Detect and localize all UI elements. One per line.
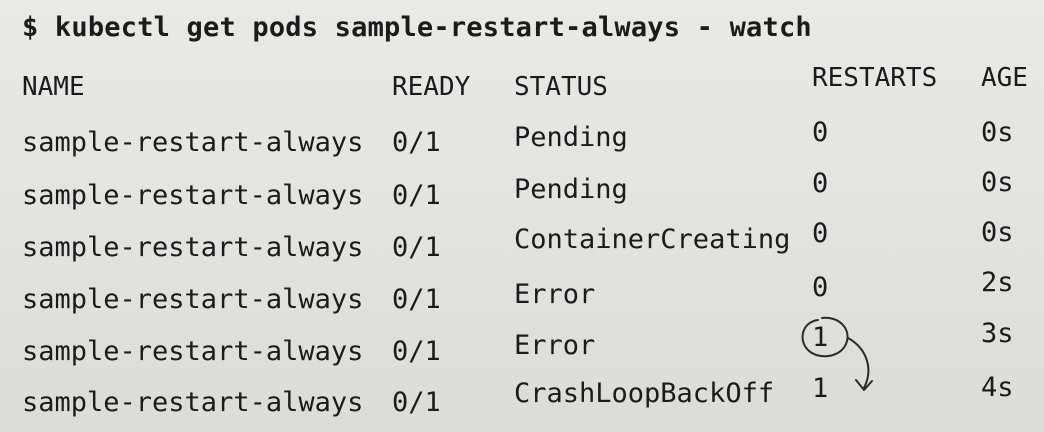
pod-name-cell: sample-restart-always — [22, 387, 364, 418]
ready-cell: 0/1 — [392, 284, 441, 315]
pod-name-cell: sample-restart-always — [22, 284, 364, 315]
handwritten-annotation-icon — [801, 316, 873, 391]
pod-name-cell: sample-restart-always — [22, 127, 364, 158]
age-cell: 3s — [981, 318, 1014, 349]
age-cell: 2s — [981, 267, 1014, 298]
column-header-restarts: RESTARTS — [812, 63, 938, 93]
restarts-cell: 1 — [812, 322, 829, 353]
ready-cell: 0/1 — [392, 232, 441, 263]
status-cell: ContainerCreating — [514, 224, 791, 255]
restarts-cell: 0 — [812, 168, 829, 199]
status-cell: Error — [514, 279, 596, 310]
column-header-age: AGE — [981, 63, 1028, 93]
column-header-status: STATUS — [514, 72, 608, 102]
age-cell: 4s — [981, 372, 1014, 403]
status-cell: Pending — [514, 122, 628, 153]
command-line: $ kubectl get pods sample-restart-always… — [22, 12, 812, 43]
ready-cell: 0/1 — [392, 387, 441, 418]
restarts-cell: 0 — [812, 218, 829, 249]
pod-name-cell: sample-restart-always — [22, 336, 364, 367]
annotation-arrowhead — [855, 379, 873, 391]
column-header-ready: READY — [392, 72, 471, 102]
restarts-cell: 0 — [812, 117, 829, 148]
age-cell: 0s — [981, 217, 1014, 248]
column-header-name: NAME — [22, 72, 85, 102]
age-cell: 0s — [981, 117, 1014, 148]
restarts-cell: 0 — [812, 272, 829, 303]
ready-cell: 0/1 — [392, 336, 441, 367]
status-cell: Error — [514, 330, 596, 361]
age-cell: 0s — [981, 167, 1014, 198]
status-cell: CrashLoopBackOff — [514, 378, 775, 409]
status-cell: Pending — [514, 174, 628, 205]
pod-name-cell: sample-restart-always — [22, 232, 364, 263]
pod-name-cell: sample-restart-always — [22, 180, 364, 211]
restarts-cell: 1 — [812, 373, 829, 404]
ready-cell: 0/1 — [392, 127, 441, 158]
annotation-arrow — [847, 337, 870, 389]
ready-cell: 0/1 — [392, 180, 441, 211]
